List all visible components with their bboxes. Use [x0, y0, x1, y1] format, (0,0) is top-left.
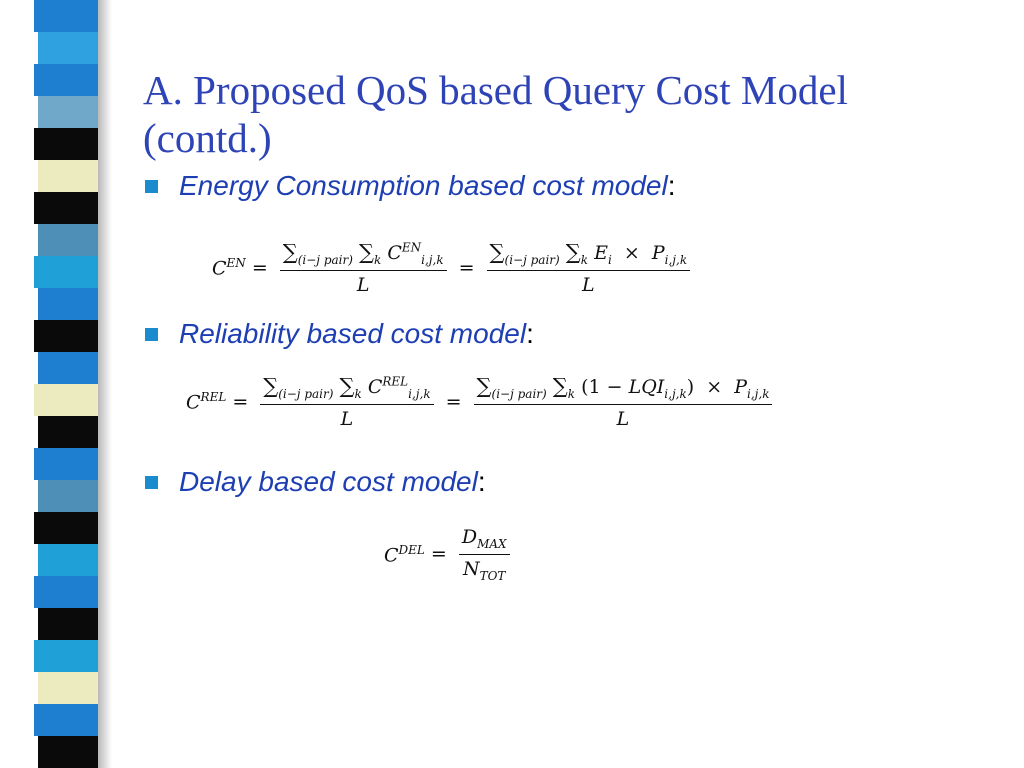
eq-lhs: CDEL: [384, 542, 425, 566]
bullet-square-icon: [145, 327, 158, 341]
energy-fraction-1: ∑(i−j pair) ∑k CENi,j,k L: [279, 240, 447, 296]
sidebar-segment: [34, 256, 98, 288]
sidebar-segment: [34, 512, 98, 544]
sidebar-segment: [38, 736, 98, 768]
bullet-delay: Delay based cost model:: [145, 466, 486, 498]
decorative-sidebar-strip: [34, 0, 98, 768]
sidebar-segment: [34, 0, 98, 32]
sidebar-segment: [38, 544, 98, 576]
sidebar-segment: [38, 608, 98, 640]
sidebar-segment: [34, 64, 98, 96]
sidebar-segment: [34, 384, 98, 416]
sidebar-segment: [38, 352, 98, 384]
bullet-label: Delay based cost model: [179, 466, 478, 497]
bullet-reliability: Reliability based cost model:: [145, 318, 534, 350]
sidebar-segment: [38, 288, 98, 320]
bullet-energy: Energy Consumption based cost model:: [145, 170, 676, 202]
sidebar-segment: [34, 320, 98, 352]
sidebar-segment: [38, 672, 98, 704]
bullet-label: Energy Consumption based cost model: [179, 170, 668, 201]
slide-title: A. Proposed QoS based Query Cost Model (…: [143, 67, 848, 161]
sidebar-segment: [38, 224, 98, 256]
bullet-square-icon: [145, 475, 158, 489]
sidebar-segment: [34, 128, 98, 160]
reliability-fraction-2: ∑(i−j pair) ∑k (1 − LQIi,j,k) × Pi,j,k L: [473, 374, 773, 430]
bullet-label: Reliability based cost model: [179, 318, 527, 349]
bullet-square-icon: [145, 179, 158, 193]
sidebar-segment: [38, 480, 98, 512]
energy-equation: CEN = ∑(i−j pair) ∑k CENi,j,k L = ∑(i−j …: [212, 240, 696, 296]
energy-fraction-2: ∑(i−j pair) ∑k Ei × Pi,j,k L: [486, 240, 691, 296]
sidebar-segment: [34, 448, 98, 480]
sidebar-segment: [38, 32, 98, 64]
sidebar-segment: [38, 96, 98, 128]
sidebar-segment: [34, 192, 98, 224]
reliability-equation: CREL = ∑(i−j pair) ∑k CRELi,j,k L = ∑(i−…: [186, 374, 778, 430]
reliability-fraction-1: ∑(i−j pair) ∑k CRELi,j,k L: [260, 374, 434, 430]
sidebar-segment: [34, 704, 98, 736]
sidebar-shadow: [98, 0, 112, 768]
delay-equation: CDEL = DMAX NTOT: [384, 526, 516, 583]
eq-lhs: CREL: [186, 390, 227, 414]
sidebar-segment: [38, 160, 98, 192]
eq-lhs: CEN: [212, 256, 246, 280]
delay-fraction: DMAX NTOT: [458, 526, 510, 583]
sidebar-segment: [38, 416, 98, 448]
sidebar-segment: [34, 576, 98, 608]
sidebar-segment: [34, 640, 98, 672]
